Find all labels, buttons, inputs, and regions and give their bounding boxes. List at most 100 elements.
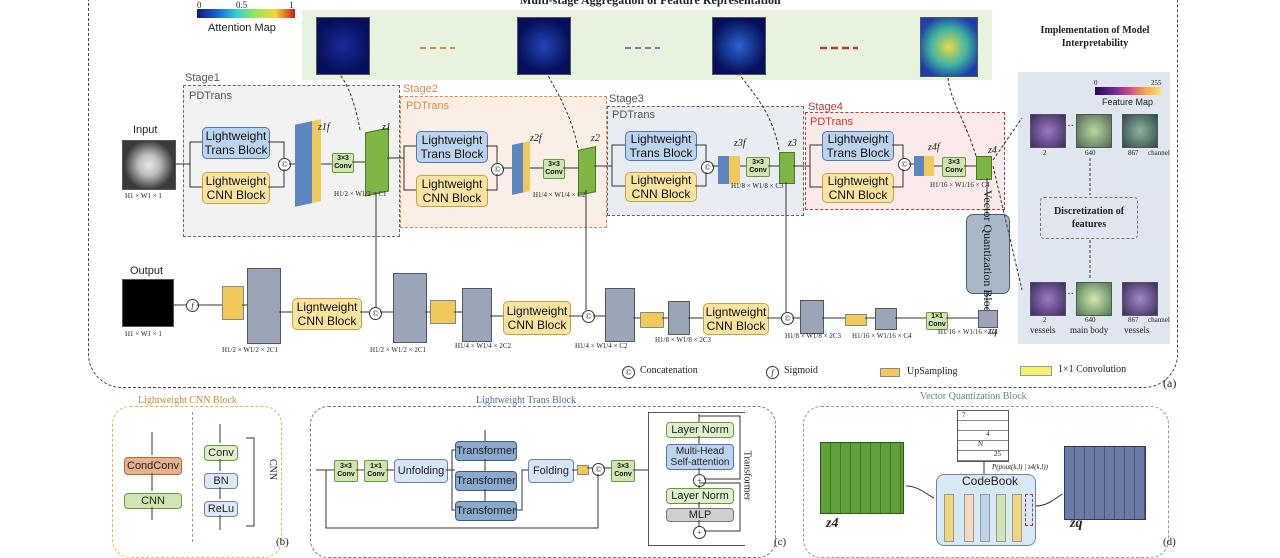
bottom-index-2: 2: [1043, 316, 1047, 324]
stage2-name: Stage2: [403, 83, 438, 95]
connector-lines: [172, 46, 1091, 319]
stage3-concat: ©: [701, 161, 714, 174]
stage3-dim: H1/8 × W1/8 × C3: [731, 182, 784, 190]
code-vector-1: [944, 494, 954, 542]
decoder-cube-1: [247, 268, 281, 344]
dec-dim-0: H1/16 × W1/16 × C4: [938, 328, 998, 336]
z4-cube: [820, 442, 904, 514]
feature-thumb-top-2: [1076, 114, 1112, 148]
input-label: Input: [133, 124, 158, 136]
layernorm-box-2: Layer Norm: [666, 488, 734, 504]
stage4-sub: PDTrans: [810, 116, 853, 128]
feature-thumb-top-1: [1030, 114, 1066, 148]
feature-tick-255: 255: [1151, 79, 1162, 87]
code-vector-4: [996, 494, 1006, 542]
main-title: Multi-stage Aggregation of Feature Repre…: [520, 0, 781, 7]
panel-c-upsample: [577, 465, 589, 475]
stage3-conv3: 3×3 Conv: [746, 157, 770, 177]
bottom-index-640: 640: [1085, 316, 1096, 324]
feature-tick-0: 0: [1094, 79, 1098, 87]
top-index-640: 640: [1085, 149, 1096, 157]
output-label: Output: [130, 265, 164, 277]
mlp-box: MLP: [666, 508, 734, 522]
top-index-2: 2: [1043, 149, 1047, 157]
dec-dim-4: H1/4 × W1/4 × C2: [575, 342, 628, 350]
conv-box: Conv: [204, 445, 238, 461]
stage4-cnn-block: Lightweight CNN Block: [822, 173, 894, 203]
attention-tick-0: 0: [197, 0, 202, 10]
upsample-2: [640, 312, 664, 328]
dec-dim-3: H1/8 × W1/8 × 2C3: [655, 336, 711, 344]
folding-box: Folding: [528, 459, 574, 483]
stage4-feature-stack: [914, 156, 934, 176]
legend-concat-icon: ©: [622, 366, 635, 379]
legend-conv1x1-icon: [1020, 366, 1052, 376]
legend-concat: Concatenation: [640, 365, 698, 376]
legend-sigmoid-icon: f: [766, 366, 779, 379]
stage3-feature-stack: [718, 156, 740, 184]
panel-b-divider: [192, 412, 193, 542]
prob-label: P(pout(k,l) | z4(k,l)): [992, 463, 1048, 471]
stage1-box: [183, 85, 400, 237]
legend-upsampling: UpSampling: [907, 366, 958, 377]
feature-map-label: Feature Map: [1102, 97, 1154, 107]
dec-dim-7: H1/2 × W1/2 × 2C1: [222, 346, 278, 354]
decoder-cube-1b: [393, 273, 427, 343]
panel-c-title: Lightweight Trans Block: [476, 395, 577, 406]
stage1-name: Stage1: [185, 72, 220, 84]
panel-d-title: Vector Quantization Block: [920, 391, 1027, 402]
zq-cube: [978, 310, 998, 328]
attention-thumb-3: [712, 17, 766, 75]
decoder-cube-4: [875, 308, 897, 330]
code-vector-2: [964, 494, 974, 542]
code-vector-6: [1025, 494, 1033, 526]
transformer-box-1: Transformer: [455, 441, 517, 461]
panel-d-zq: zq: [1070, 516, 1083, 531]
decoder-conv1: 1×1 Conv: [926, 312, 948, 330]
stage4-z-block: [976, 156, 992, 180]
stage4-conv3: 3×3 Conv: [942, 157, 966, 177]
panel-c-conv1: 1×1 Conv: [364, 460, 388, 482]
dec-dim-1: H1/16 × W1/16 × C4: [852, 332, 912, 340]
panel-d-arrows: [905, 462, 1063, 507]
input-size: H1 × W1 × 1: [125, 192, 162, 200]
dec-dim-5: H1/4 × W1/4 × 2C2: [455, 342, 511, 350]
dots-top: ···: [1064, 121, 1074, 132]
attention-thumb-2: [517, 17, 571, 75]
stage4-zf-label: z4f: [928, 142, 940, 153]
feature-colorbar: [1095, 87, 1161, 95]
stage3-z-block: [779, 152, 795, 184]
bn-box: BN: [204, 473, 238, 489]
stage3-sub: PDTrans: [612, 109, 655, 121]
stage3-zf-label: z3f: [734, 138, 746, 149]
code-vector-5: [1012, 494, 1022, 542]
feature-thumb-top-3: [1122, 114, 1158, 148]
decoder-cnn-2: Ligntweight CNN Block: [503, 301, 571, 335]
panel-b-arrows: [151, 424, 255, 530]
dec-dim-2: H1/8 × W1/8 × 2C3: [785, 332, 841, 340]
dots-bottom: ···: [1064, 289, 1074, 300]
stage2-conv3: 3×3 Conv: [543, 159, 565, 179]
feature-thumb-bottom-1: [1030, 282, 1066, 316]
panel-d-z4: z4: [826, 516, 839, 531]
interpretability-title: Implementation of Model Interpretability: [1040, 25, 1150, 49]
dec-dim-6: H1/2 × W1/2 × 2C1: [370, 346, 426, 354]
label-main-body: main body: [1070, 325, 1109, 335]
decoder-cnn-1: Ligntweight CNN Block: [292, 298, 362, 330]
mhsa-box: Multi-Head Self-attention: [666, 444, 734, 470]
attention-thumb-4: [920, 17, 978, 77]
stage1-dim: H1/2 × W1/2 × C1: [334, 190, 387, 198]
stage2-z-label: z2: [591, 133, 600, 144]
legend-conv1x1: 1×1 Convolution: [1058, 364, 1127, 375]
grid-val-4: 4: [986, 430, 990, 438]
bottom-index-channel: channel: [1148, 316, 1170, 324]
zq-cube-d: [1064, 446, 1146, 520]
discretization-box: Discretization of features: [1040, 197, 1138, 239]
stage3-trans-block: Lightweight Trans Block: [625, 131, 697, 161]
panel-a-frame: [88, 0, 1178, 388]
stage1-cnn-block: Lightweight CNN Block: [202, 172, 270, 204]
input-image: [122, 140, 176, 190]
prob-grid: [957, 410, 1009, 462]
stage2-dim: H1/4 × W1/4 × C2: [533, 191, 586, 199]
stage2-sub: PDTrans: [406, 100, 449, 112]
